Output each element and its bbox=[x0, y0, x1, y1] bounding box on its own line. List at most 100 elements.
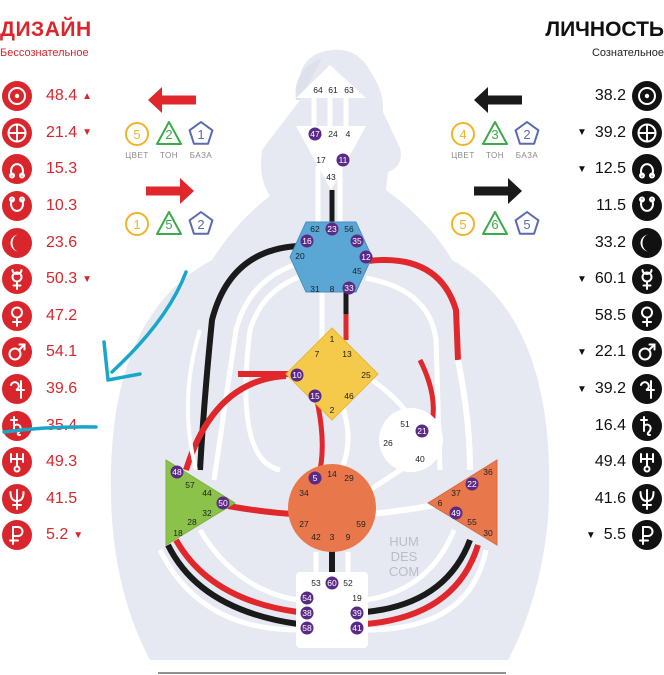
gate-number: 55 bbox=[467, 517, 477, 527]
planet-value: 49.4 bbox=[594, 453, 626, 471]
design_bottom-color: 1 bbox=[125, 212, 149, 236]
gate-number: 37 bbox=[451, 488, 461, 498]
gate-number: 33 bbox=[344, 283, 354, 293]
base-pentagon-icon bbox=[188, 211, 214, 235]
channel-throat-spleen bbox=[211, 259, 305, 481]
personality-planet-row: ▼22.1 bbox=[544, 334, 664, 371]
personality-title: ЛИЧНОСТЬ bbox=[545, 18, 664, 41]
planet-arrow: ▼ bbox=[576, 127, 587, 139]
active-gate-marker bbox=[325, 222, 339, 236]
gate-number: 13 bbox=[342, 349, 352, 359]
design-planet-row: 23.6 bbox=[0, 224, 120, 261]
personality_bottom-tone: 6 bbox=[482, 211, 508, 235]
gate-number: 40 bbox=[415, 454, 425, 464]
gate-number: 23 bbox=[327, 224, 337, 234]
color-circle-icon bbox=[451, 122, 475, 146]
base-pentagon-icon bbox=[514, 121, 540, 145]
variable-number: 1 bbox=[197, 127, 204, 142]
personality-planet-row: 49.4 bbox=[544, 444, 664, 481]
channel-root-spleen bbox=[157, 548, 299, 633]
gate-number: 36 bbox=[483, 467, 493, 477]
gate-number: 63 bbox=[344, 85, 354, 95]
planet-value: 33.2 bbox=[594, 233, 626, 251]
gate-number: 32 bbox=[202, 508, 212, 518]
gate-number: 61 bbox=[328, 85, 338, 95]
gate-number: 11 bbox=[339, 155, 348, 165]
gate-number: 12 bbox=[361, 252, 371, 262]
planet-arrow: ▼ bbox=[82, 127, 93, 139]
gate-number: 17 bbox=[316, 155, 326, 165]
planet-value: 60.1 bbox=[594, 270, 626, 288]
gate-number: 45 bbox=[352, 266, 362, 276]
design-bottom-arrow-icon bbox=[146, 178, 194, 204]
gate-number: 46 bbox=[344, 391, 354, 401]
gate-number: 6 bbox=[438, 498, 443, 508]
active-gate-marker bbox=[308, 127, 322, 141]
gate-number: 25 bbox=[361, 370, 371, 380]
design-top-arrow-icon bbox=[148, 87, 196, 113]
ajna-center bbox=[296, 126, 366, 190]
active-gate-marker bbox=[449, 506, 463, 520]
watermark-text: COM bbox=[389, 564, 419, 579]
mars-icon bbox=[632, 337, 662, 368]
channel-root-spleen bbox=[197, 528, 299, 603]
active-gate-marker bbox=[415, 424, 429, 438]
gate-number: 18 bbox=[173, 528, 183, 538]
active-gate-marker bbox=[359, 250, 373, 264]
gate-number: 42 bbox=[311, 532, 321, 542]
planet-arrow: ▼ bbox=[82, 273, 93, 285]
neptune-icon bbox=[632, 483, 662, 514]
active-gate-marker bbox=[300, 606, 314, 620]
variable-label: ЦВЕТ bbox=[125, 151, 148, 160]
variable-number: 6 bbox=[491, 217, 498, 232]
gate-number: 28 bbox=[187, 517, 197, 527]
design_top-tone: 2 bbox=[156, 121, 182, 145]
gate-number: 9 bbox=[346, 532, 351, 542]
color-circle-icon bbox=[451, 212, 475, 236]
gate-number: 29 bbox=[344, 473, 354, 483]
planet-value: 15.3 bbox=[46, 160, 78, 178]
active-gate-marker bbox=[300, 591, 314, 605]
gate-number: 50 bbox=[218, 498, 228, 508]
north-node-icon bbox=[2, 154, 32, 185]
active-gate-marker bbox=[308, 471, 322, 485]
channel-throat-solar bbox=[455, 359, 473, 471]
gate-number: 26 bbox=[383, 438, 393, 448]
design-planet-row: 15.3 bbox=[0, 151, 120, 188]
ego-center bbox=[379, 408, 443, 472]
planet-arrow: ▼ bbox=[576, 346, 587, 358]
planet-value: 41.5 bbox=[46, 489, 78, 507]
channels bbox=[157, 98, 489, 633]
personality-subtitle: Сознательное bbox=[591, 47, 664, 59]
gate-number: 47 bbox=[310, 129, 320, 139]
variable-number: 5 bbox=[523, 217, 530, 232]
variable-label: ТОН bbox=[486, 151, 504, 160]
gate-number: 48 bbox=[172, 467, 182, 477]
gate-number: 2 bbox=[330, 405, 335, 415]
planet-value: 39.6 bbox=[46, 380, 78, 398]
planet-value: 35.4 bbox=[46, 416, 78, 434]
design_top-base: 1 bbox=[188, 121, 214, 145]
gate-number: 27 bbox=[299, 519, 309, 529]
tone-triangle-icon bbox=[482, 211, 508, 235]
design-planet-row: 21.4▼ bbox=[0, 115, 120, 152]
variable-number: 2 bbox=[523, 127, 530, 142]
personality-planet-row: 38.2 bbox=[544, 78, 664, 115]
variable-label: ТОН bbox=[160, 151, 178, 160]
saturn-icon bbox=[632, 410, 662, 441]
planet-value: 50.3 bbox=[46, 270, 78, 288]
personality-bottom-arrow-icon bbox=[474, 178, 522, 204]
channel-throat-solar bbox=[359, 257, 461, 361]
gate-number: 10 bbox=[292, 370, 302, 380]
personality-planet-row: 16.4 bbox=[544, 407, 664, 444]
channel-spleen-integration bbox=[185, 329, 202, 471]
head-center bbox=[296, 65, 366, 98]
planet-arrow: ▼ bbox=[73, 529, 84, 541]
design-title: ДИЗАЙН bbox=[0, 18, 92, 41]
active-gate-marker bbox=[336, 153, 350, 167]
gate-number: 4 bbox=[346, 129, 351, 139]
personality_top-color: 4 bbox=[451, 122, 475, 146]
